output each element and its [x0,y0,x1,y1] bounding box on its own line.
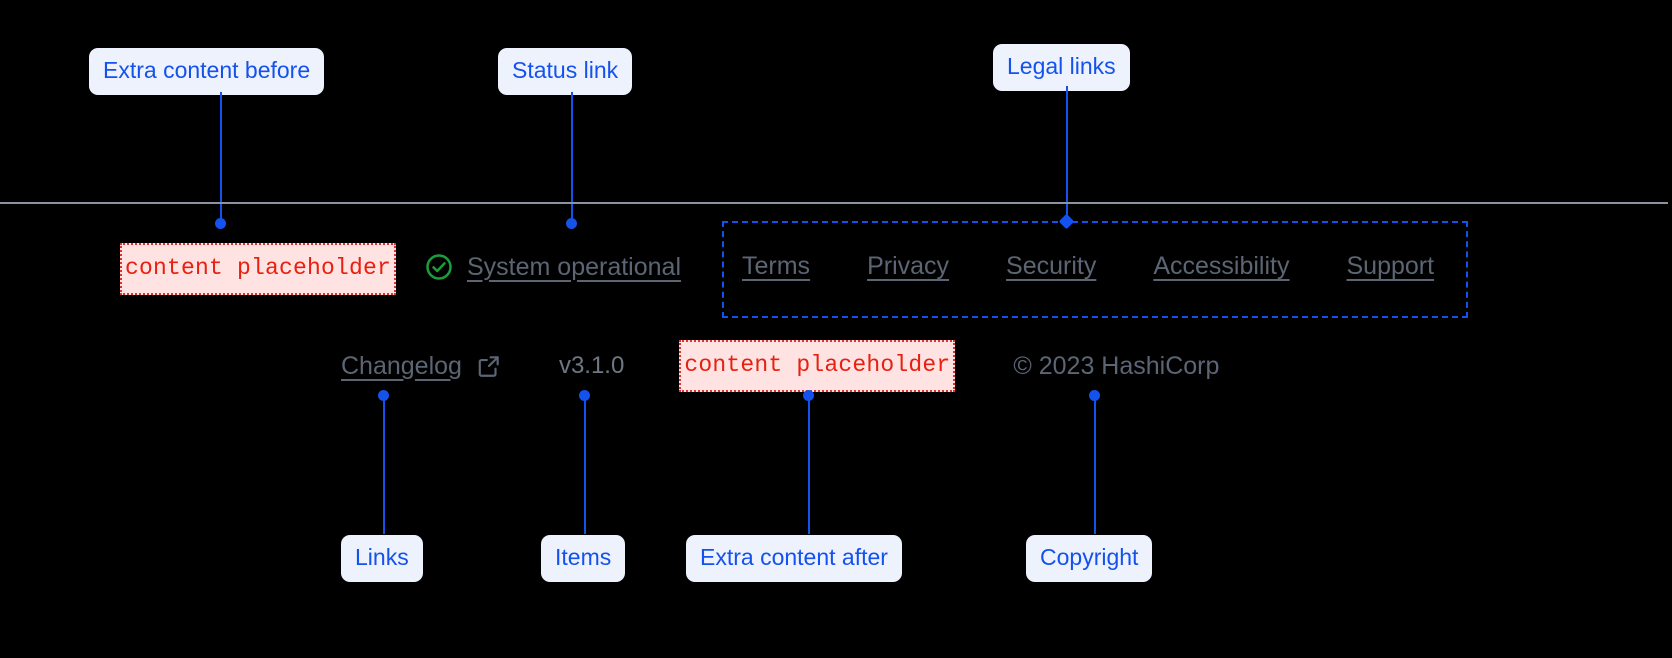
external-link-icon [476,353,502,379]
version-label: v3.1.0 [558,352,625,379]
legal-link-terms[interactable]: Terms [742,252,811,280]
legal-link-accessibility[interactable]: Accessibility [1153,252,1290,280]
leader-line-links [383,396,385,534]
content-placeholder-after: content placeholder [679,340,956,392]
leader-dot-items [579,390,590,401]
legal-link-support[interactable]: Support [1346,252,1435,280]
status-link[interactable]: System operational [424,252,681,282]
leader-dot-links [378,390,389,401]
footer-top-divider [0,202,1668,204]
extra-content-before-slot: content placeholder [120,243,397,295]
callout-extra-content-before: Extra content before [89,48,325,95]
legal-links-list: Terms Privacy Security Accessibility Sup… [742,252,1434,281]
changelog-link[interactable]: Changelog [341,352,502,381]
callout-extra-content-after: Extra content after [686,535,902,582]
leader-line-status [571,92,573,224]
callout-status-link: Status link [498,48,633,95]
leader-line-items [584,396,586,534]
leader-dot-copyright [1089,390,1100,401]
legal-links-group-outline [722,221,1468,318]
callout-items: Items [541,535,626,582]
leader-dot-extra-after [803,390,814,401]
legal-link-security[interactable]: Security [1006,252,1097,280]
footer-secondary-row: Changelog v3.1.0 content placeholder © 2… [341,340,1219,392]
leader-line-extra-after [808,396,810,534]
leader-line-legal [1066,86,1068,223]
legal-link-privacy[interactable]: Privacy [867,252,950,280]
callout-copyright: Copyright [1026,535,1153,582]
leader-dot-status [566,218,577,229]
circle-check-icon [424,252,454,282]
leader-line-copyright [1094,396,1096,534]
changelog-label: Changelog [341,351,462,380]
leader-dot-extra-before [215,218,226,229]
copyright-text: © 2023 HashiCorp [1013,351,1220,380]
callout-links: Links [341,535,423,582]
leader-line-extra-before [220,92,222,224]
status-link-label: System operational [467,252,682,281]
callout-legal-links: Legal links [993,44,1130,91]
content-placeholder-before: content placeholder [120,243,397,295]
